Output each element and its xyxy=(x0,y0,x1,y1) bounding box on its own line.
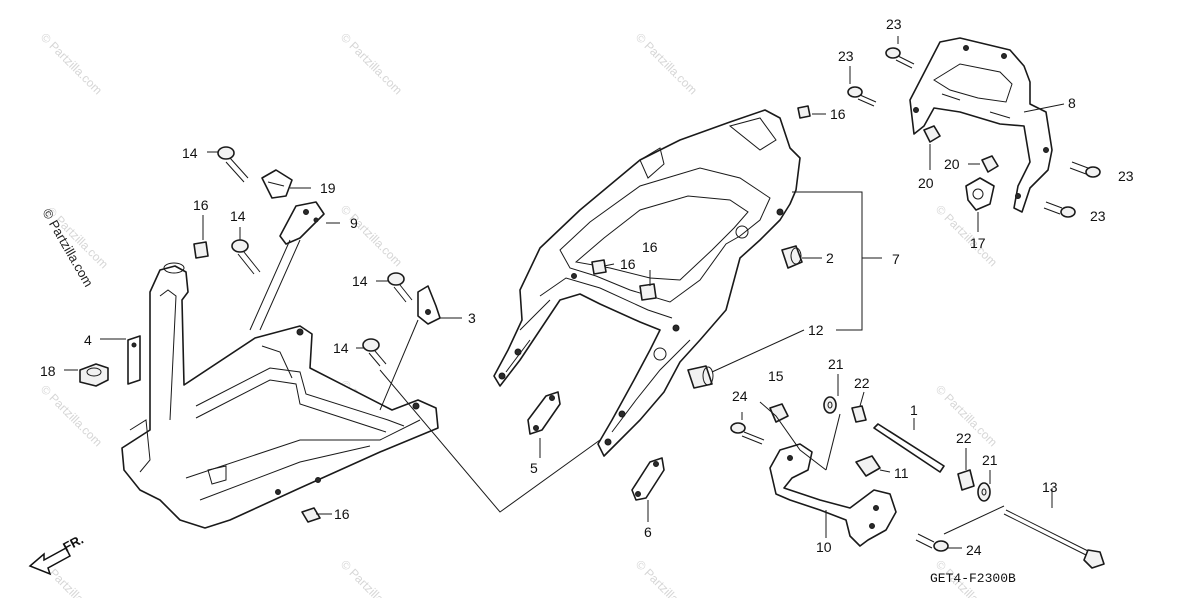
watermark: © Partzilla.com xyxy=(933,202,1000,269)
callout-13: 13 xyxy=(1042,479,1058,495)
clip-part-16d xyxy=(639,283,657,301)
nut-part-20b xyxy=(981,155,999,173)
bolt-part-23a xyxy=(885,47,915,69)
callout-16-a: 16 xyxy=(193,197,209,213)
callout-19: 19 xyxy=(320,180,336,196)
washer-part-21a xyxy=(823,396,837,414)
leader-lines xyxy=(64,36,1065,549)
callout-23-a: 23 xyxy=(886,16,902,32)
callout-12: 12 xyxy=(808,322,824,338)
callout-22-b: 22 xyxy=(956,430,972,446)
callout-8: 8 xyxy=(1068,95,1076,111)
watermark: © Partzilla.com xyxy=(338,202,405,269)
bracket-part-8 xyxy=(909,37,1053,213)
collar-part-22b xyxy=(957,469,975,491)
callout-16-d: 16 xyxy=(642,239,658,255)
callout-16-c: 16 xyxy=(620,256,636,272)
callout-24-a: 24 xyxy=(732,388,748,404)
callout-16-b: 16 xyxy=(334,506,350,522)
bracket-part-6 xyxy=(631,457,665,501)
callout-9: 9 xyxy=(350,215,358,231)
clamp-part-17 xyxy=(965,177,995,211)
watermark: © Partzilla.com xyxy=(38,30,105,97)
callout-4: 4 xyxy=(84,332,92,348)
callout-17: 17 xyxy=(970,235,986,251)
front-arrow-icon xyxy=(28,546,71,576)
bolt-part-14d xyxy=(362,338,387,367)
rear-frame xyxy=(493,109,801,457)
callout-20-b: 20 xyxy=(944,156,960,172)
nut-part-15 xyxy=(769,403,789,423)
watermark: © Partzilla.com xyxy=(338,30,405,97)
callout-24-b: 24 xyxy=(966,542,982,558)
grommet-part-18 xyxy=(79,363,109,387)
bolt-part-24a xyxy=(730,422,765,445)
callout-labels: 1 2 3 4 5 6 7 8 9 10 11 12 13 14 14 14 1… xyxy=(40,16,1134,558)
bracket-part-3 xyxy=(417,285,441,325)
callout-23-c: 23 xyxy=(1118,168,1134,184)
callout-15: 15 xyxy=(768,368,784,384)
callout-7: 7 xyxy=(892,251,900,267)
floor-frame xyxy=(121,262,439,529)
bolt-part-14c xyxy=(387,272,413,303)
callout-14-a: 14 xyxy=(182,145,198,161)
bracket-part-9 xyxy=(279,201,325,245)
callout-10: 10 xyxy=(816,539,832,555)
callout-22-a: 22 xyxy=(854,375,870,391)
callout-16-e: 16 xyxy=(830,106,846,122)
washer-part-21b xyxy=(977,482,991,502)
bolt-part-23c xyxy=(1069,161,1101,178)
callout-1: 1 xyxy=(910,402,918,418)
clip-part-16e xyxy=(797,105,811,119)
diagram-code: GET4-F2300B xyxy=(930,571,1016,586)
bolt-part-13 xyxy=(1003,509,1105,569)
callout-21-a: 21 xyxy=(828,356,844,372)
watermark: © Partzilla.com xyxy=(633,30,700,97)
callout-20-a: 20 xyxy=(918,175,934,191)
bolt-part-14b xyxy=(231,239,261,275)
callout-23-d: 23 xyxy=(1090,208,1106,224)
callout-3: 3 xyxy=(468,310,476,326)
clip-part-16a xyxy=(193,241,209,259)
callout-11: 11 xyxy=(894,465,909,481)
bolt-part-23d xyxy=(1043,201,1076,218)
callout-14-b: 14 xyxy=(230,208,246,224)
callout-14-c: 14 xyxy=(352,273,368,289)
callout-21-b: 21 xyxy=(982,452,998,468)
bolt-part-14a xyxy=(217,146,249,183)
clamp-part-19 xyxy=(261,169,293,199)
collar-part-12 xyxy=(687,365,714,389)
bolt-part-24b xyxy=(915,533,949,552)
bracket-part-11 xyxy=(855,455,881,477)
callout-2: 2 xyxy=(826,250,834,266)
nut-part-20a xyxy=(923,125,941,143)
pipe-part-1 xyxy=(873,423,945,473)
callout-14-d: 14 xyxy=(333,340,349,356)
bracket-part-10 xyxy=(769,443,897,547)
watermark: © Partzilla.com xyxy=(338,557,405,598)
watermark: © Partzilla.com xyxy=(38,382,105,449)
clip-part-16b xyxy=(301,507,321,523)
callout-6: 6 xyxy=(644,524,652,540)
collar-part-2 xyxy=(781,245,803,269)
clip-part-16c xyxy=(591,259,607,275)
callout-23-b: 23 xyxy=(838,48,854,64)
bolt-part-23b xyxy=(847,86,877,107)
collar-part-22a xyxy=(851,405,867,423)
bracket-part-5 xyxy=(527,391,561,435)
callout-5: 5 xyxy=(530,460,538,476)
watermark: © Partzilla.com xyxy=(633,557,700,598)
stay-part-4 xyxy=(127,335,141,385)
callout-18: 18 xyxy=(40,363,56,379)
